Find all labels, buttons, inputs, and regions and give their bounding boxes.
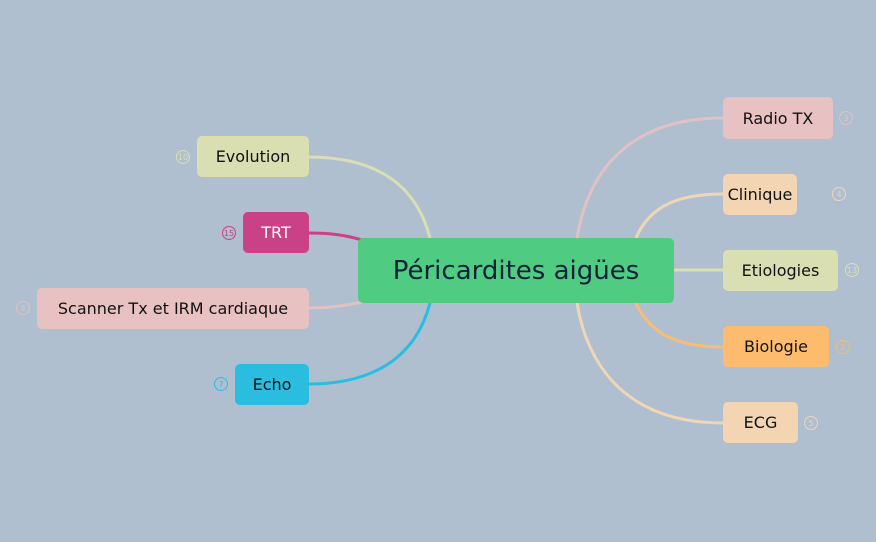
count-badge[interactable]: 3 bbox=[839, 111, 853, 125]
count-badge[interactable]: 2 bbox=[836, 340, 850, 354]
connector-radio-tx bbox=[575, 116, 724, 239]
central-topic-label: Péricardites aigües bbox=[392, 255, 640, 286]
topic-label: ECG bbox=[743, 413, 778, 432]
topic-label: Clinique bbox=[727, 185, 793, 204]
count-badge[interactable]: 7 bbox=[214, 377, 228, 391]
connector-ecg bbox=[575, 302, 724, 425]
topic-label: Evolution bbox=[215, 147, 291, 166]
topic-label: Scanner Tx et IRM cardiaque bbox=[57, 299, 289, 318]
topic-biologie[interactable]: Biologie bbox=[723, 326, 829, 367]
topic-label: Echo bbox=[252, 375, 292, 394]
topic-etiologies[interactable]: Etiologies bbox=[723, 250, 838, 291]
topic-radio-tx[interactable]: Radio TX bbox=[723, 97, 833, 139]
central-topic[interactable]: Péricardites aigües bbox=[358, 238, 674, 303]
connector-trt bbox=[308, 231, 363, 242]
topic-ecg[interactable]: ECG bbox=[723, 402, 798, 443]
topic-trt[interactable]: TRT bbox=[243, 212, 309, 253]
topic-evolution[interactable]: Evolution bbox=[197, 136, 309, 177]
count-badge[interactable]: 15 bbox=[222, 226, 236, 240]
topic-scanner-tx-irm[interactable]: Scanner Tx et IRM cardiaque bbox=[37, 288, 309, 329]
count-badge[interactable]: 13 bbox=[845, 263, 859, 277]
topic-label: Radio TX bbox=[742, 108, 814, 128]
count-badge[interactable]: 4 bbox=[832, 187, 846, 201]
connector-echo bbox=[308, 302, 432, 386]
count-badge[interactable]: 5 bbox=[804, 416, 818, 430]
connector-evolution bbox=[308, 155, 432, 239]
count-badge[interactable]: 10 bbox=[176, 150, 190, 164]
topic-label: TRT bbox=[261, 223, 291, 242]
connector-scanner bbox=[308, 300, 363, 310]
topic-label: Biologie bbox=[744, 337, 808, 356]
topic-echo[interactable]: Echo bbox=[235, 364, 309, 405]
count-badge[interactable]: 4 bbox=[16, 301, 30, 315]
topic-label: Etiologies bbox=[741, 261, 820, 280]
topic-clinique[interactable]: Clinique bbox=[723, 174, 797, 215]
connector-biologie bbox=[634, 302, 724, 349]
connector-clinique bbox=[634, 192, 724, 239]
